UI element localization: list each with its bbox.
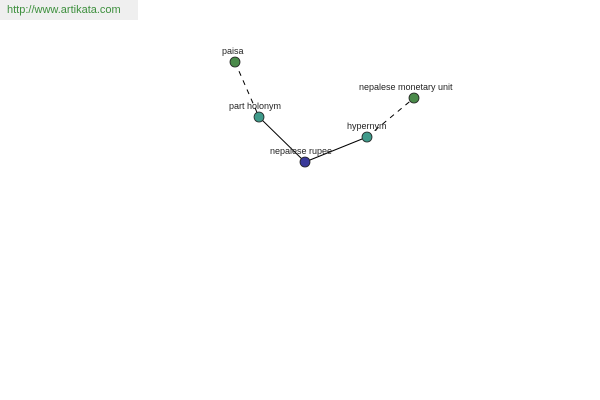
node-nepalese-rupee[interactable] <box>299 156 311 168</box>
node-paisa[interactable] <box>229 56 241 68</box>
edge-part-holonym-nepalese-rupee <box>258 116 306 163</box>
graph-edges <box>234 61 415 163</box>
node-label-part-holonym: part holonym <box>229 101 281 111</box>
edge-nepalese-rupee-hypernym <box>304 136 368 163</box>
node-nepalese-monetary-unit[interactable] <box>408 92 420 104</box>
node-part-holonym[interactable] <box>253 111 265 123</box>
node-label-paisa: paisa <box>222 46 244 56</box>
edge-hypernym-nepalese-monetary-unit <box>366 97 415 138</box>
node-hypernym[interactable] <box>361 131 373 143</box>
node-label-hypernym: hypernym <box>347 121 387 131</box>
node-label-nepalese-rupee: nepalese rupee <box>270 146 332 156</box>
site-url[interactable]: http://www.artikata.com <box>0 0 138 20</box>
graph-labels: paisa part holonym nepalese rupee hypernym n… <box>222 46 453 156</box>
node-label-nepalese-monetary-unit: nepalese monetary unit <box>359 82 453 92</box>
edge-paisa-part-holonym <box>234 61 260 118</box>
graph-nodes <box>229 56 420 168</box>
